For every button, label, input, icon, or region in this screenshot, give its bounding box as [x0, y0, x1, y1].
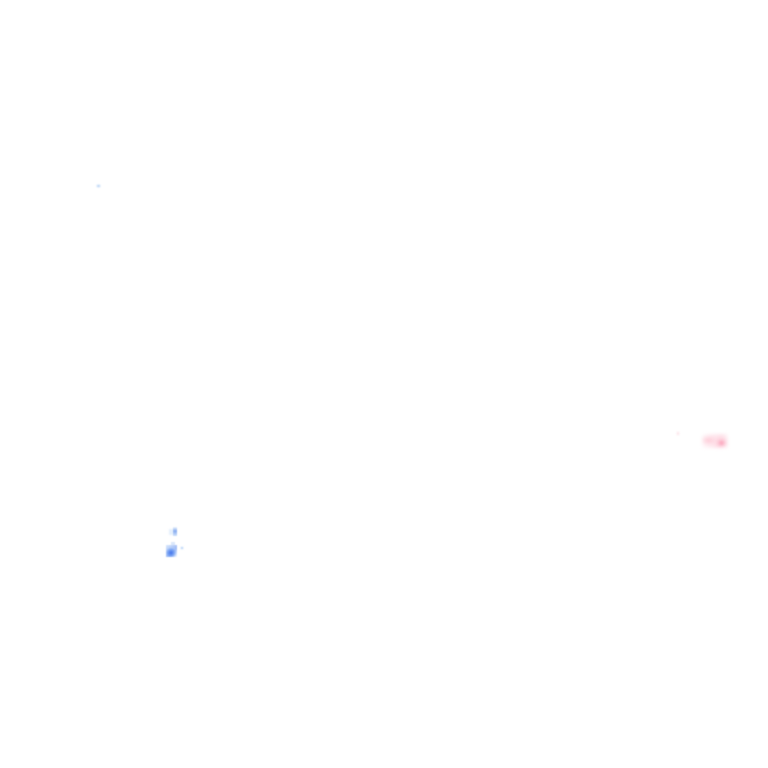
blue-speck-artifact [96, 184, 101, 188]
blue-blob-artifact [166, 545, 177, 557]
pink-nub-artifact [718, 440, 725, 446]
blue-tail-dot-artifact [180, 546, 184, 550]
pink-speck-artifact [676, 431, 680, 436]
blue-dot-artifact [171, 542, 175, 545]
pink-blob-artifact [702, 434, 728, 448]
blue-stroke-artifact [173, 527, 177, 536]
